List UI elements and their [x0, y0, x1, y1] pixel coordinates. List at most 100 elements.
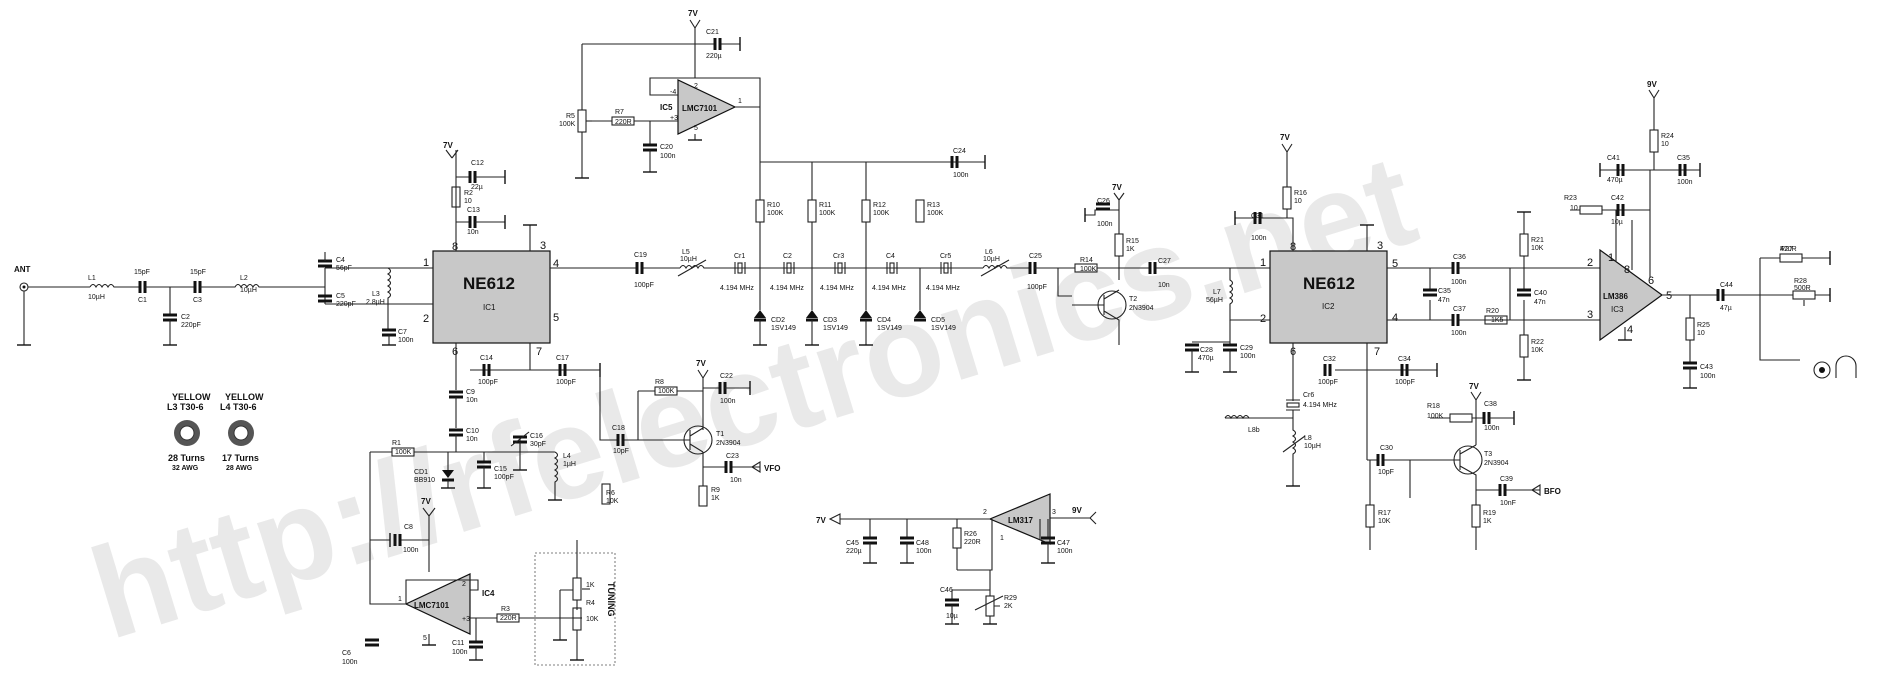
- capacitor-c19: [635, 262, 644, 274]
- r1-value: 100K: [395, 449, 412, 456]
- cd4-ref: CD4: [877, 317, 891, 324]
- ic2-name: NE612: [1303, 274, 1355, 293]
- cr4-ref: C4: [886, 253, 895, 260]
- headphone-jack[interactable]: [1813, 361, 1831, 379]
- r20-value: 1K5: [1491, 317, 1504, 324]
- l1-value: 10µH: [88, 294, 105, 301]
- potentiometer-r4[interactable]: [572, 607, 582, 631]
- c37-value: 100n: [1451, 330, 1467, 337]
- capacitor-c42: [1616, 204, 1625, 216]
- c16-trimmer-arrow: [510, 431, 530, 447]
- resistor-r2: [451, 186, 461, 208]
- ic4-pin3: +3: [462, 616, 470, 623]
- varicap-cd4: [859, 310, 873, 346]
- toroid-l4-color: YELLOW: [225, 392, 264, 402]
- capacitor-c32: [1323, 364, 1332, 376]
- c6-ref: C6: [342, 650, 351, 657]
- potentiometer-r29[interactable]: [985, 595, 995, 617]
- r17-value: 10K: [1378, 518, 1391, 525]
- ic3-pin1: 1: [1608, 252, 1614, 264]
- r21-value: 10K: [1531, 245, 1544, 252]
- capacitor-c9: [449, 390, 463, 399]
- c23-value: 10n: [730, 477, 742, 484]
- c16-value: 30pF: [530, 441, 546, 448]
- c25-ref: C25: [1029, 253, 1042, 260]
- inductor-l3: [386, 267, 392, 330]
- l4-ref: L4: [563, 453, 571, 460]
- l8-value: 10µH: [1304, 443, 1321, 450]
- ic5-name: LMC7101: [682, 104, 718, 113]
- ic1-pin7: 7: [536, 346, 542, 358]
- c43-ref: C43: [1700, 364, 1713, 371]
- r24-value: 10: [1661, 141, 1669, 148]
- ic2-pin4: 4: [1392, 312, 1398, 324]
- inductor-l5: [679, 264, 740, 270]
- ic4-vcc-wire: [422, 507, 436, 572]
- filter-bias-bus: [759, 161, 965, 200]
- potentiometer-r28[interactable]: [1792, 290, 1816, 300]
- inductor-l4: [553, 451, 559, 500]
- c1-value: 15pF: [134, 269, 150, 276]
- c35b-ref: C35: [1677, 155, 1690, 162]
- cr3-value: 4.194 MHz: [820, 285, 854, 292]
- c27-ref: C27: [1158, 258, 1171, 265]
- ic1-pin6: 6: [452, 346, 458, 358]
- c14-value: 100pF: [478, 379, 498, 386]
- c9-value: 10n: [466, 397, 478, 404]
- c45-value: 220µ: [846, 548, 862, 555]
- capacitor-c37: [1451, 314, 1460, 326]
- ic3-pin5: 5: [1666, 290, 1672, 302]
- crystal-cr3: [834, 262, 846, 274]
- capacitor-c35b: [1678, 164, 1687, 176]
- r2-ref: R2: [464, 190, 473, 197]
- toroid-l3-hole: [179, 425, 195, 441]
- l3-value: 2.8µH: [366, 299, 385, 306]
- c2-ref: C2: [181, 314, 190, 321]
- r23-value: 10: [1570, 205, 1578, 212]
- varicap-cd3: [805, 310, 819, 346]
- resistor-r9: [698, 485, 708, 507]
- c7-ref: C7: [398, 329, 407, 336]
- c10-value: 10n: [466, 436, 478, 443]
- r29-ref: R29: [1004, 595, 1017, 602]
- capacitor-c20: [643, 143, 657, 152]
- potentiometer-r4b[interactable]: [572, 577, 582, 601]
- ic2-pin7: 7: [1374, 346, 1380, 358]
- c20-value: 100n: [660, 153, 676, 160]
- r16-ref: R16: [1294, 190, 1307, 197]
- ic1-name: NE612: [463, 274, 515, 293]
- resistor-r14: [1074, 263, 1098, 273]
- c28-ref: C28: [1200, 347, 1213, 354]
- reg-adj-wires: [951, 589, 991, 600]
- r21-ref: R21: [1531, 237, 1544, 244]
- r10-value: 100K: [767, 210, 784, 217]
- potentiometer-r5[interactable]: [577, 109, 587, 133]
- capacitor-c1: [138, 281, 147, 293]
- l6-adjust-arrow: [980, 259, 1010, 277]
- c29-value: 100n: [1240, 353, 1256, 360]
- c1-wires: [145, 286, 195, 315]
- r23-ref: R23: [1564, 195, 1577, 202]
- r11-ref: R11: [819, 202, 831, 209]
- inductor-l2: [200, 283, 300, 289]
- capacitor-c43: [1683, 361, 1697, 370]
- cd3-value: 1SV149: [823, 325, 848, 332]
- c8-ref: C8: [404, 524, 413, 531]
- c35-value: 47n: [1438, 297, 1450, 304]
- c48-value: 100n: [916, 548, 932, 555]
- cr6-ref: Cr6: [1303, 392, 1314, 399]
- capacitor-c2: [163, 313, 177, 322]
- c43-value: 100n: [1700, 373, 1716, 380]
- varicap-cd2: [753, 310, 767, 346]
- t3-base-wires: [1367, 459, 1460, 498]
- r13-ref: R13: [927, 202, 940, 209]
- c45-ref: C45: [846, 540, 859, 547]
- capacitor-c8: [393, 534, 402, 546]
- r26-value: 220R: [964, 539, 981, 546]
- ic1-pin3: 3: [540, 240, 546, 252]
- cr2-ref: C2: [783, 253, 792, 260]
- ic4-opamp: [404, 573, 471, 635]
- reg-out-arrow: [828, 513, 841, 525]
- capacitor-c5: [318, 294, 332, 303]
- ic2-ref: IC2: [1322, 302, 1335, 311]
